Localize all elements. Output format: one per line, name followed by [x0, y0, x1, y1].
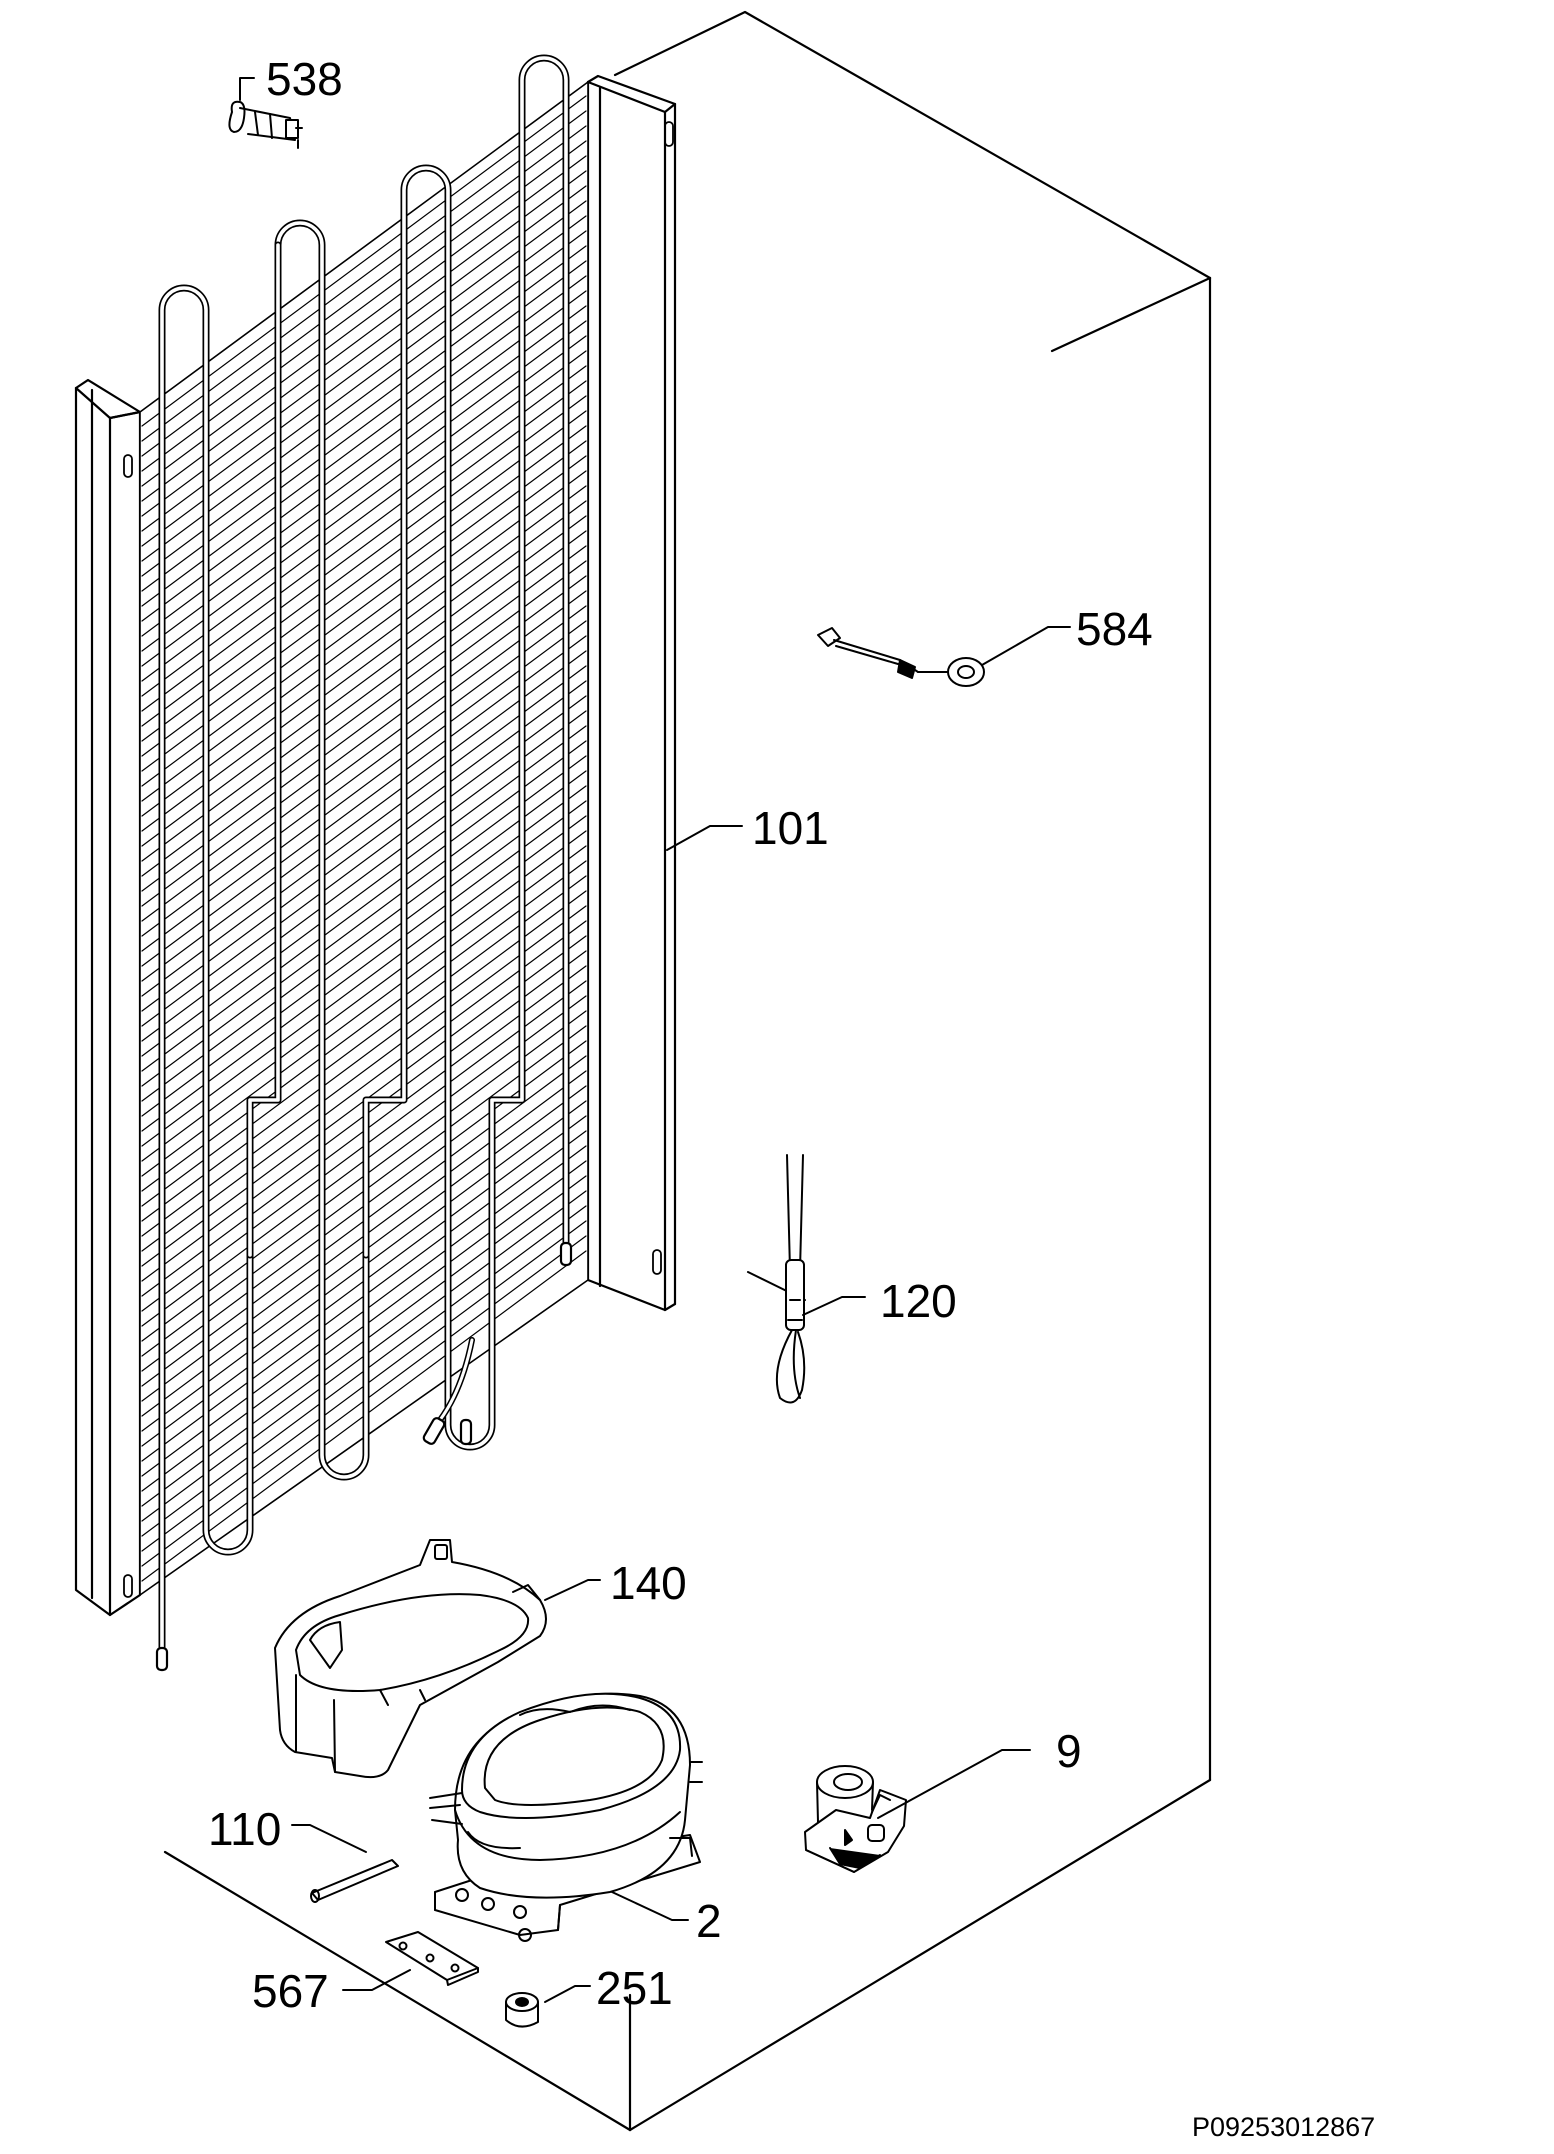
fin-line [141, 470, 587, 802]
callout-567: 567 [252, 1965, 329, 2017]
callout-9: 9 [1056, 1725, 1082, 1777]
fin-line [141, 500, 587, 832]
fin-line [141, 425, 587, 757]
drip-tray-icon [274, 1539, 547, 1779]
fin-line [141, 635, 587, 967]
fin-line [141, 515, 587, 847]
clip-icon [228, 100, 303, 149]
fin-line [141, 575, 587, 907]
fin-line [141, 455, 587, 787]
fin-line [141, 755, 587, 1087]
fin-line [141, 860, 587, 1192]
mounting-plate-icon [385, 1931, 479, 1986]
fin-line [141, 320, 587, 652]
fin-line [141, 245, 587, 577]
fin-line [141, 725, 587, 1057]
fin-line [141, 275, 587, 607]
fin-line [141, 830, 587, 1162]
fin-line [141, 560, 587, 892]
fin-line [141, 365, 587, 697]
callout-140: 140 [610, 1557, 687, 1609]
fin-line [141, 800, 587, 1132]
fin-line [141, 260, 587, 592]
fin-line [141, 695, 587, 1027]
fin-line [141, 125, 587, 457]
callout-584: 584 [1076, 603, 1153, 655]
callout-110: 110 [208, 1803, 282, 1855]
fin-line [141, 785, 587, 1117]
relay-icon [804, 1765, 907, 1873]
fin-line [141, 875, 587, 1207]
fin-line [141, 110, 587, 442]
fin-line [141, 770, 587, 1102]
compressor-icon [429, 1692, 703, 1942]
fin-line [141, 545, 587, 877]
callout-2: 2 [696, 1895, 722, 1947]
leader-lines [239, 77, 1071, 2003]
fin-line [141, 140, 587, 472]
fin-line [141, 590, 587, 922]
fin-line [141, 170, 587, 502]
callout-120: 120 [880, 1275, 957, 1327]
grommet-icon [505, 1992, 539, 2028]
fin-line [141, 200, 587, 532]
condenser-icon [74, 54, 677, 1672]
fin-line [141, 485, 587, 817]
fin-line [141, 890, 587, 1222]
fin-line [141, 710, 587, 1042]
fin-line [141, 815, 587, 1147]
fin-line [141, 215, 587, 547]
fin-line [141, 845, 587, 1177]
fin-line [141, 440, 587, 772]
fin-line [141, 305, 587, 637]
dryer-filter-icon [747, 1154, 806, 1404]
fin-line [141, 185, 587, 517]
fin-line [141, 410, 587, 742]
fin-line [141, 335, 587, 667]
callout-538: 538 [266, 53, 343, 105]
fin-line [141, 920, 587, 1252]
fin-line [141, 680, 587, 1012]
fin-line [141, 665, 587, 997]
fin-line [141, 380, 587, 712]
fin-line [141, 95, 587, 427]
fin-line [141, 290, 587, 622]
fin-line [141, 230, 587, 562]
fin-line [141, 350, 587, 682]
cabinet-outline [163, 10, 1212, 2132]
fin-line [141, 155, 587, 487]
fin-line [141, 620, 587, 952]
cable-grommet-icon [817, 627, 985, 687]
fin-line [141, 650, 587, 982]
fin-line [141, 395, 587, 727]
fin-line [141, 740, 587, 1072]
callout-251: 251 [596, 1962, 673, 2014]
reference-code: P09253012867 [1192, 2112, 1376, 2142]
tube-icon [310, 1859, 399, 1903]
fin-line [141, 530, 587, 862]
callout-101: 101 [752, 802, 829, 854]
fin-line [141, 605, 587, 937]
fin-line [141, 905, 587, 1237]
